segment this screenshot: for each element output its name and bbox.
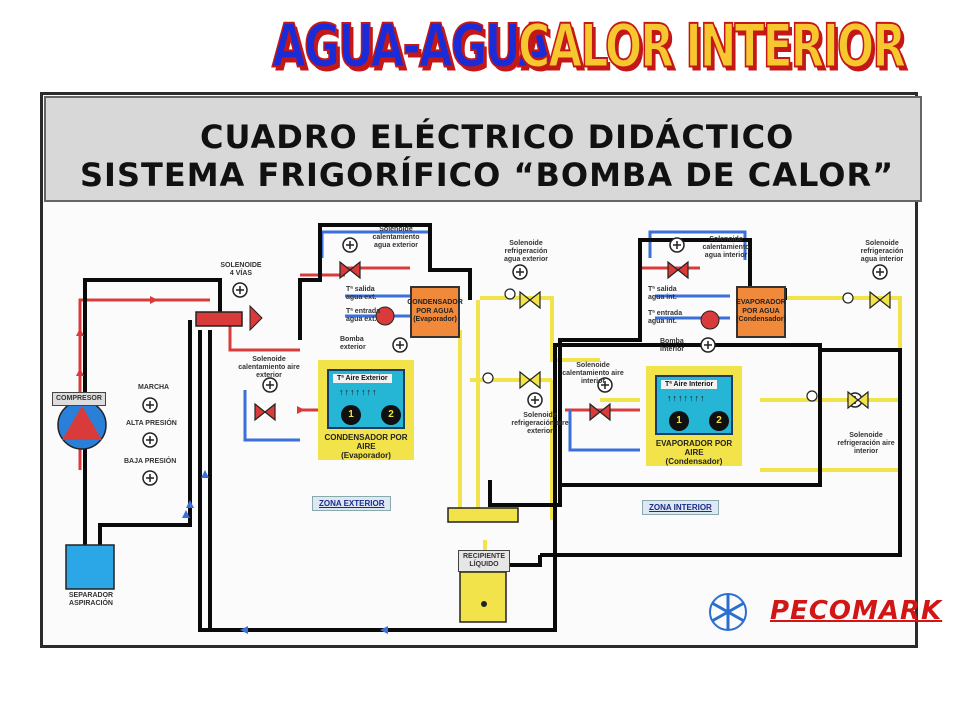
exterior-unit-caption: CONDENSADOR POR AIRE (Evaporador) [321,433,411,461]
interior-air-temp-tag: Tª Aire Interior [661,380,718,389]
baja-presion-label: BAJA PRESIÓN [124,458,177,465]
int-water-out-label: Tª salida agua int. [648,286,677,302]
exterior-unit-caption-1: CONDENSADOR POR AIRE [324,433,408,452]
heat-ext-water-label: Solenoide calentamiento agua exterior [372,226,420,250]
water-condenser-label: CONDENSADOR POR AGUA (Evaporador) [407,299,463,324]
heading-calor-interior: CALOR INTERIOR [517,12,907,82]
interior-fan-2: 2 [709,411,729,431]
water-evaporator-label: EVAPORADOR POR AGUA (Condensador) [736,299,786,324]
cool-ext-water-label: Solenoide refrigeración agua exterior [504,240,548,264]
exterior-air-unit: Tª Aire Exterior ↑↑↑↑↑↑↑ 1 2 CONDENSADOR… [318,360,414,460]
flow-arrows-red [76,296,305,414]
exterior-unit-panel: Tª Aire Exterior ↑↑↑↑↑↑↑ 1 2 [327,369,405,429]
title-line-1: CUADRO ELÉCTRICO DIDÁCTICO [200,118,795,156]
cool-int-air-label: Solenoide refrigeración aire interior [837,432,895,456]
ext-water-out-label: Tª salida agua ext. [346,286,377,302]
exterior-pump [375,306,395,326]
zona-interior-tag: ZONA INTERIOR [642,500,719,515]
exterior-air-temp-tag: Tª Aire Exterior [333,374,392,383]
interior-unit-caption-2: (Condensador) [665,457,723,467]
interior-air-unit: Tª Aire Interior ↑↑↑↑↑↑↑ 1 2 EVAPORADOR … [646,366,742,466]
plus-marks [146,241,884,482]
interior-unit-caption-1: EVAPORADOR POR AIRE [655,439,733,458]
receiver-header [447,507,519,523]
check-valves [482,288,854,402]
int-pump-label: Bomba interior [660,338,685,354]
pecomark-snowflake [709,593,747,631]
solenoid-valves [254,260,891,422]
ext-pump-label: Bomba exterior [340,336,366,352]
int-water-in-label: Tª entrada agua int. [648,310,683,326]
water-condenser-box: CONDENSADOR POR AGUA (Evaporador) [407,286,463,338]
interior-pump [700,310,720,330]
recipiente-liquido-label: RECIPIENTE LÍQUIDO [458,550,510,573]
flow-arrows-blue [182,470,388,634]
zona-exterior-tag: ZONA EXTERIOR [312,496,392,511]
exterior-fan-1: 1 [341,405,361,425]
heat-int-air-label: Solenoide calentamiento aire interior [562,362,624,386]
four-way-valve-label: SOLENOIDE 4 VÍAS [220,262,262,278]
compresor-label: COMPRESOR [52,392,106,407]
water-evaporator-box: EVAPORADOR POR AGUA (Condensador) [736,286,786,338]
title-line-2: SISTEMA FRIGORÍFICO “BOMBA DE CALOR” [80,156,895,194]
heading-agua-agua: AGUA-AGUA [271,12,552,82]
exterior-unit-caption-2: (Evaporador) [341,451,391,461]
cool-int-water-label: Solenoide refrigeración agua interior [860,240,904,264]
ext-water-in-label: Tª entrada agua ext. [346,308,381,324]
four-way-valve [195,304,263,332]
pecomark-logo-text: PECOMARK [770,596,943,626]
exterior-fan-2: 2 [381,405,401,425]
cool-ext-air-label: Solenoide refrigeración aire exterior [511,412,569,436]
heat-ext-air-label: Solenoide calentamiento aire exterior [238,356,300,380]
compressor-symbol [57,400,107,450]
separador-label: SEPARADOR ASPIRACIÓN [68,592,114,608]
interior-air-arrows: ↑↑↑↑↑↑↑ [667,393,706,403]
interior-fan-1: 1 [669,411,689,431]
alta-presion-label: ALTA PRESIÓN [126,420,177,427]
heat-int-water-label: Solenoide calentamiento agua interior [702,236,750,260]
interior-unit-caption: EVAPORADOR POR AIRE (Condensador) [649,439,739,467]
marcha-label: MARCHA [138,384,170,391]
separator-tank [65,544,115,590]
exterior-air-arrows: ↑↑↑↑↑↑↑ [339,387,378,397]
title-box [44,96,922,202]
receiver-tank [459,571,507,623]
interior-unit-panel: Tª Aire Interior ↑↑↑↑↑↑↑ 1 2 [655,375,733,435]
